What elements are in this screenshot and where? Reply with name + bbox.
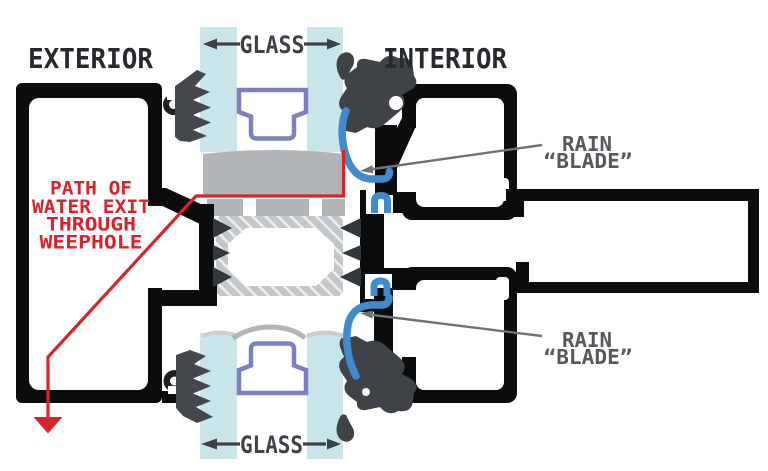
glass-pane-bottom-left: [200, 333, 237, 459]
rain-blade-label-bottom-line1: RAIN: [562, 328, 612, 352]
anchor-arm: [506, 189, 759, 293]
exterior-frame: [16, 83, 217, 403]
rain-blade-top: [338, 107, 394, 183]
setting-block-bottom: [231, 324, 307, 341]
water-exit-arrowhead: [33, 417, 63, 434]
gasket-spike-bottom-left: [176, 350, 213, 423]
mullion-wedge: [340, 267, 361, 287]
glass-label-bottom: GLASS: [240, 431, 303, 459]
rain-blade-label-top-line2: “BLADE”: [544, 149, 633, 173]
glass-pane-top-right: [307, 27, 343, 152]
leader-line-bottom: [372, 313, 543, 338]
arm-hook-bottom: [516, 262, 529, 282]
mullion-wedge: [340, 218, 361, 238]
arm-right-wall: [748, 189, 759, 293]
glazing-blocks: [202, 150, 345, 341]
mullion-wedge: [213, 267, 232, 287]
glass-unit-bottom: [200, 333, 343, 459]
screw-spline-notch: [496, 277, 509, 300]
glass-arrow-right-icon: [327, 438, 341, 450]
gaskets: [163, 52, 417, 442]
pointer-arrows: [360, 143, 543, 338]
glass-arrow-left-icon: [203, 38, 217, 50]
rain-blade-bottom: [343, 293, 393, 380]
mullion-bar-left: [199, 204, 214, 301]
interior-frame-bottom-interior: [416, 280, 504, 390]
gasket-ring-notch: [167, 92, 176, 100]
gasket-spike-top-left: [175, 70, 211, 142]
gasket-blob-bottom-right: [339, 336, 417, 414]
gasket-hole-top-right: [389, 96, 403, 110]
glass-arrow-left-icon: [201, 438, 217, 450]
glass-pane-bottom-right: [307, 333, 343, 459]
water-path-label-line3: THROUGH: [46, 214, 136, 236]
interior-frame-top: [375, 84, 517, 220]
glazing-block-top: [203, 150, 345, 197]
glass-dimension-top: [203, 38, 341, 50]
leader-arrowhead-top: [360, 165, 374, 174]
exterior-label: EXTERIOR: [28, 42, 153, 75]
glass-arrow-right-icon: [327, 38, 341, 50]
glazing-strip-slot: [309, 199, 322, 216]
setting-cap-right: [306, 330, 344, 338]
arm-top-wall: [506, 189, 759, 201]
glass-pane-top-left: [200, 27, 237, 152]
glass-unit-top: [200, 27, 343, 152]
gasket-curl-bottom-right: [336, 414, 355, 442]
rain-blade-label-bottom-line2: “BLADE”: [544, 345, 633, 369]
igu-spacer-top: [236, 87, 309, 141]
labels: EXTERIOR INTERIOR GLASS GLASS RAIN “BLAD…: [28, 31, 633, 459]
screw-spline-notch: [496, 178, 509, 201]
water-path: [33, 150, 346, 434]
mullion-wedge: [213, 245, 230, 261]
exterior-frame-jog-top: [152, 188, 214, 224]
leader-line-top: [372, 143, 543, 171]
mullion-wedge: [213, 218, 232, 238]
water-path-label-line1: PATH OF: [50, 178, 132, 200]
rain-blade-label-top-line1: RAIN: [562, 132, 612, 156]
gasket-hole-bottom-right: [362, 388, 370, 396]
igu-spacer-bottom: [236, 341, 309, 396]
glass-dimension-bottom: [201, 438, 341, 450]
thermal-break-hatched: [216, 216, 343, 296]
water-path-label-line2: WATER EXIT: [32, 196, 150, 218]
gasket-ring-notch: [168, 386, 177, 394]
glass-label-top: GLASS: [240, 31, 305, 59]
arm-hook-top: [510, 201, 524, 217]
water-path-label-line4: WEEPHOLE: [40, 232, 143, 254]
interior-frame-bottom: [374, 267, 517, 403]
mullion-wedge: [342, 245, 361, 261]
water-path-line: [46, 150, 346, 419]
interior-label: INTERIOR: [383, 42, 507, 75]
glazing-strip-top: [207, 199, 345, 216]
glazing-pocket-gap-bottom: [401, 290, 417, 357]
interior-frame-top-interior: [416, 98, 504, 207]
exterior-frame-interior: [29, 98, 148, 390]
leader-arrowhead-bottom: [360, 310, 374, 319]
arm-bottom-wall: [517, 282, 759, 293]
rain-blade-gasket-top: [371, 191, 391, 213]
rain-blades: [338, 107, 394, 380]
gasket-blob-top-right: [339, 55, 417, 133]
gasket-curl-top-right: [336, 52, 355, 80]
glazing-strip-slot: [243, 199, 256, 216]
rain-blade-gasket-bottom: [370, 277, 391, 296]
frame-diagonal-top: [381, 118, 416, 168]
